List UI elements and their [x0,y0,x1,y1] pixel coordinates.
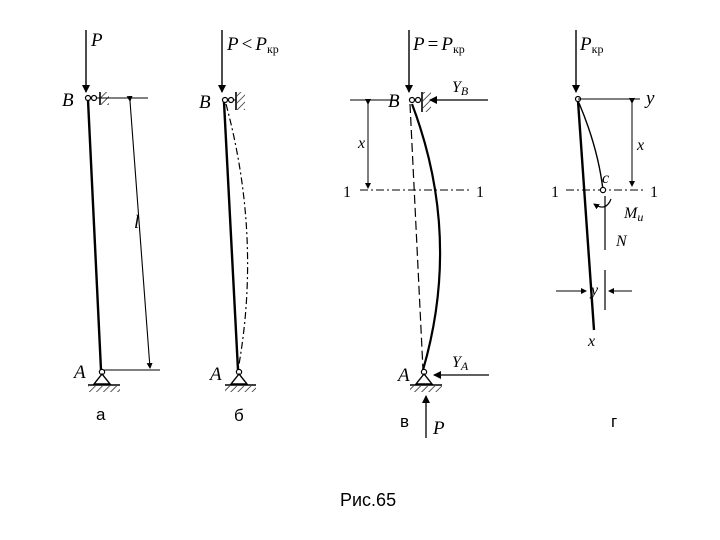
axis-y-label-g: y [644,88,655,109]
load-label-g: Pкр [579,34,603,56]
length-dimension-a [126,95,153,369]
moment-arrow-g [593,198,612,210]
point-a-label-a: A [72,362,86,383]
reaction-yb-label: YB [452,79,469,98]
length-label-a: l [134,212,139,233]
dim-x-label-g: x [636,137,644,154]
column-b [222,101,240,371]
point-b-label-v: B [388,91,400,112]
point-c-g [599,186,607,194]
hinge-b-v [408,96,416,104]
point-a-label-b: A [208,364,222,385]
figure-caption: Рис.65 [340,490,396,510]
load-label-b: P<Pкр [226,34,279,56]
hinge-b2-b [227,96,235,104]
point-c-label-g: c [602,170,609,187]
panel-letter-b: б [234,406,244,425]
moment-label-g: Mи [623,205,643,224]
top-wall-hatch-b [237,92,245,110]
pin-support-b [229,372,249,385]
panel-letter-g: г [611,412,617,431]
column-axis-v [409,103,424,371]
reaction-ya-label: YA [452,354,469,373]
hinge-b2-v [414,96,422,104]
point-b-label-a: B [62,90,74,111]
section-right-v: 1 [476,184,484,201]
panel-v: P=Pкр B YB x 1 1 A YA P в [343,30,489,439]
ground-hatch-a [88,386,120,392]
panel-letter-a: а [96,405,106,424]
load-label-a: P [90,30,103,51]
column-axis-g [576,100,596,331]
dim-y-label-g: y [589,282,599,299]
panel-a: P B l A а [62,30,160,424]
column-a [86,99,103,371]
deflected-part-g [578,102,604,191]
hinge-b-b [221,96,229,104]
hinge-b-a [84,94,92,102]
bottom-force-label-v: P [432,418,445,439]
deflected-column-v [410,103,442,371]
top-wall-hatch-v [423,92,431,112]
section-left-v: 1 [343,184,351,201]
panel-g: Pкр y x 1 1 c Mи N y x г [551,30,658,431]
point-a-label-v: A [396,365,410,386]
section-left-g: 1 [551,184,559,201]
deflected-shape-b [225,103,249,371]
ground-hatch-v [410,386,442,392]
panel-b: P<Pкр B A б [199,30,279,425]
pin-support-a [92,372,112,385]
dim-x-label-v: x [357,135,365,152]
panel-letter-v: в [400,412,409,431]
pin-support-v [414,372,434,385]
axis-x-label-g: x [587,333,595,350]
hinge-b2-a [90,94,98,102]
load-label-v: P=Pкр [412,34,465,56]
section-right-g: 1 [650,184,658,201]
point-b-label-b: B [199,92,211,113]
ground-hatch-b [225,386,256,392]
normal-force-label-g: N [615,233,628,250]
